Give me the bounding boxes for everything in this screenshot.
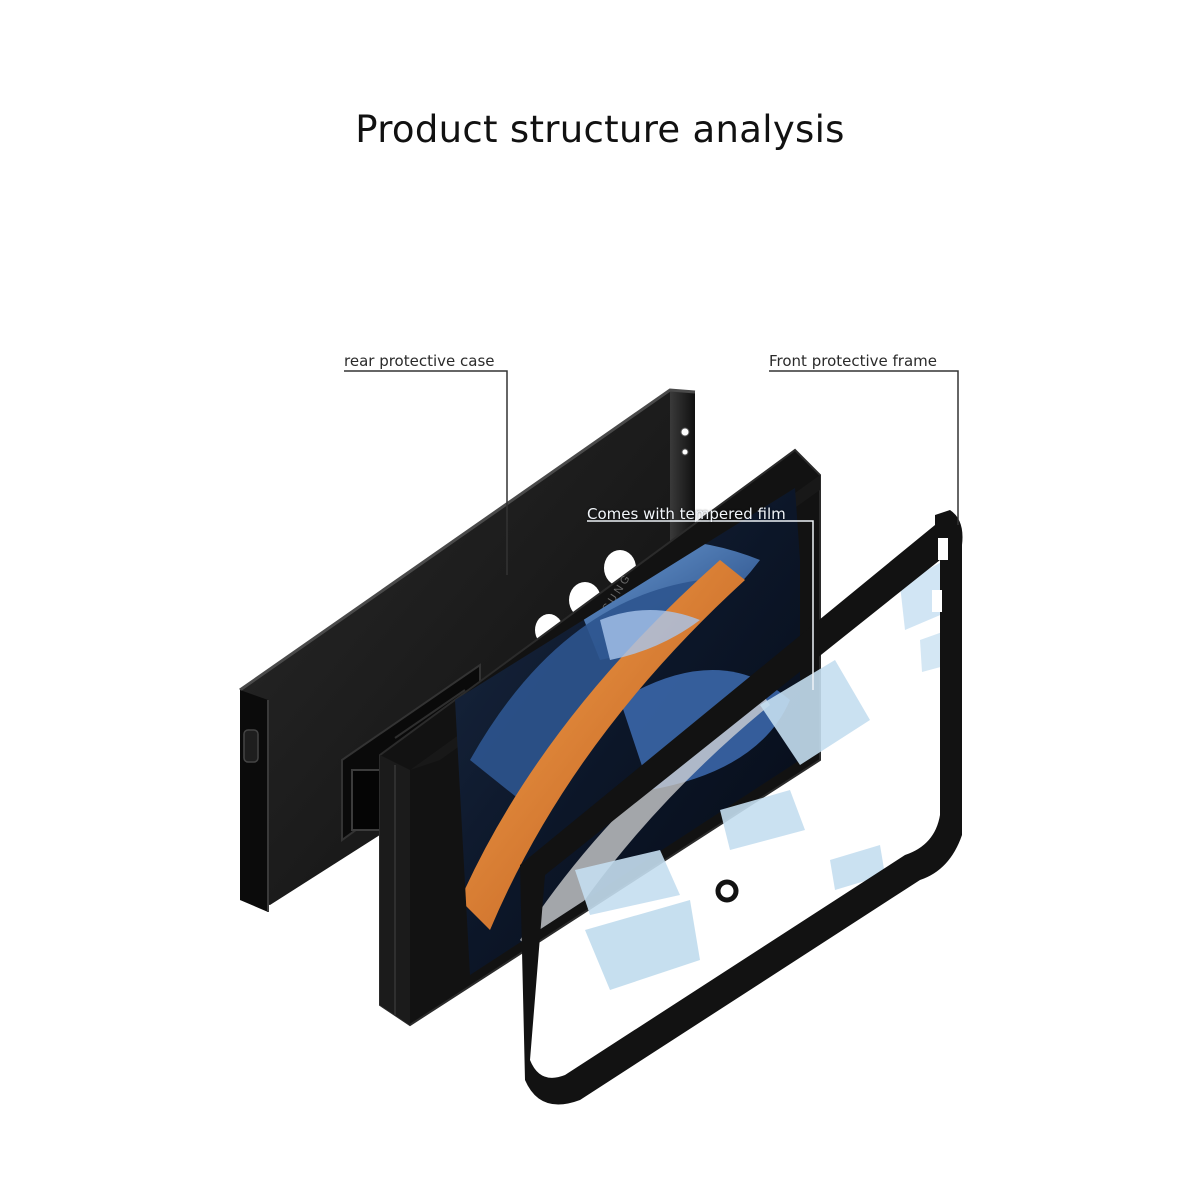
callout-lines [344,370,959,690]
hole-icon [680,427,690,437]
film-leader-line [587,520,814,690]
frame-camera-hole-icon [715,879,739,903]
rear-case-leader-line [344,370,508,575]
frame-tab [938,538,948,560]
front-frame-leader-line [769,370,959,525]
page-title: Product structure analysis [355,108,845,151]
hole-icon [681,448,689,456]
rear-case-label: rear protective case [344,352,495,370]
tempered-film-label: Comes with tempered film [587,505,786,523]
tempered-film [575,560,952,990]
front-protective-frame [520,510,963,1105]
front-frame-label: Front protective frame [769,352,938,370]
frame-tab [932,590,942,612]
side-button-cutout [243,729,259,763]
